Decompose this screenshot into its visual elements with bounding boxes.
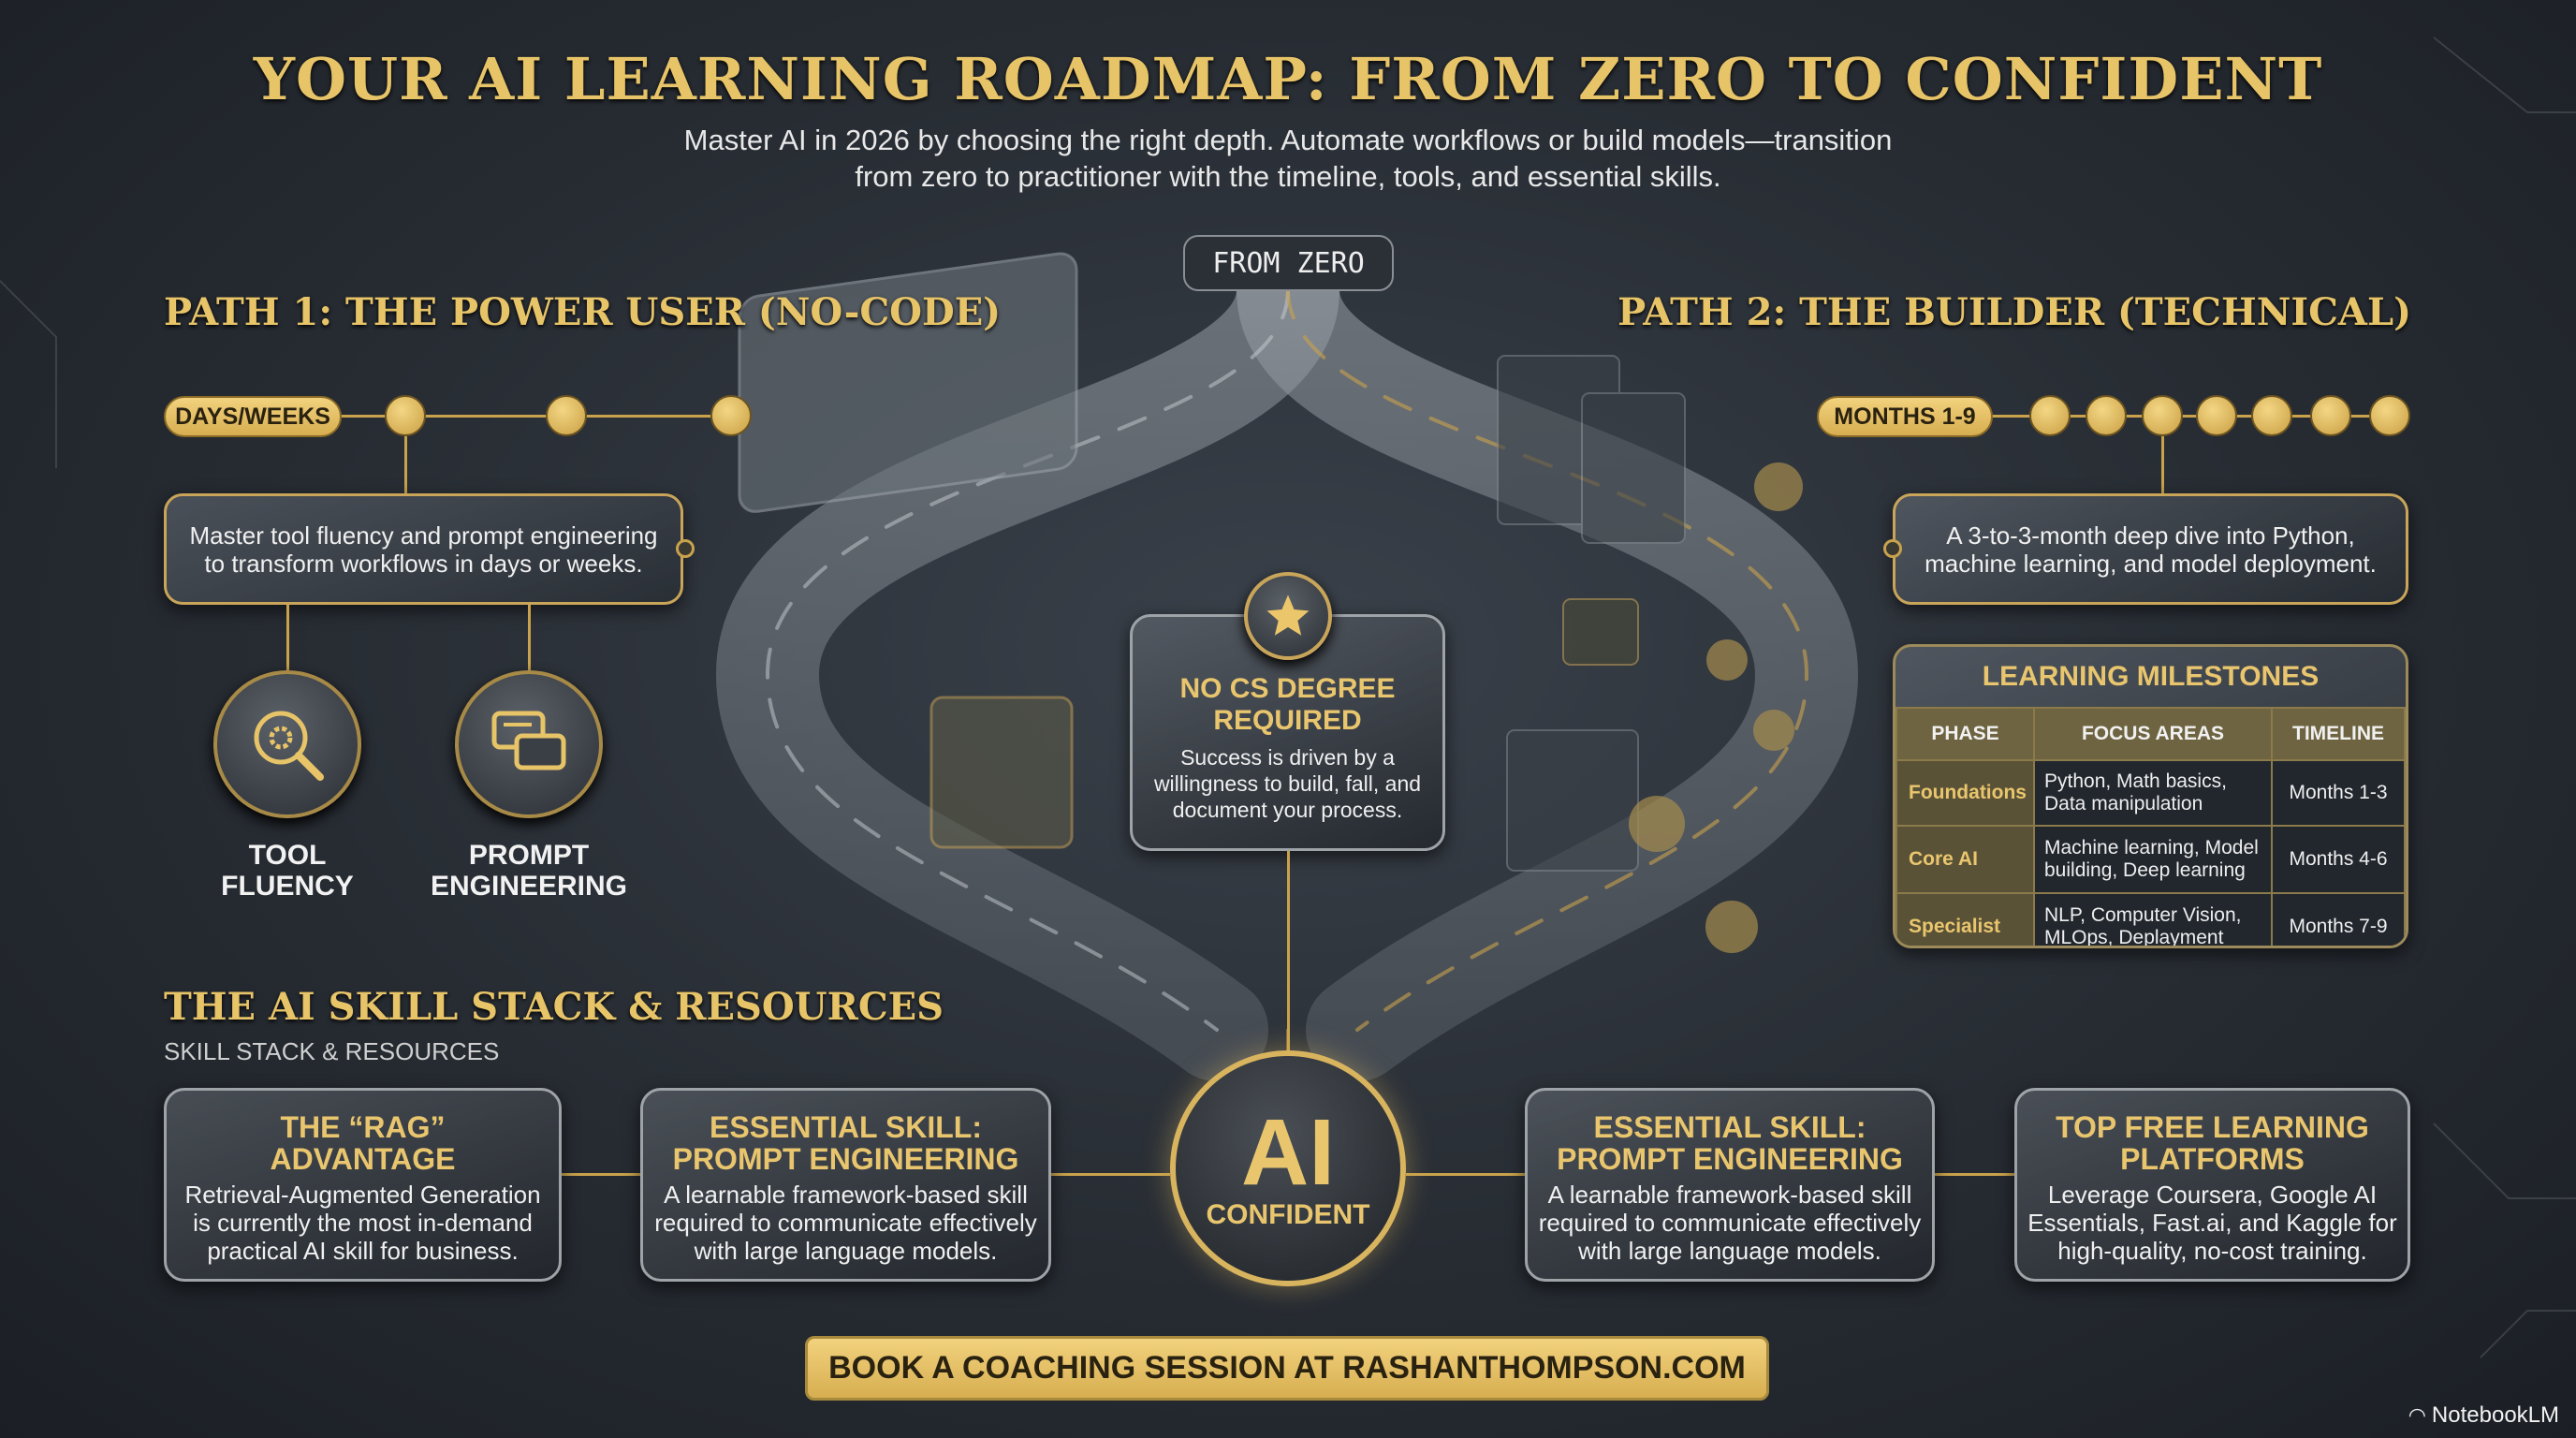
floating-app-panels bbox=[738, 252, 1686, 872]
page-subtitle: Master AI in 2026 by choosing the right … bbox=[539, 122, 2037, 195]
ai-confident-badge: AI CONFIDENT bbox=[1170, 1050, 1406, 1286]
tool-fluency-icon bbox=[213, 670, 361, 818]
timeline-dot bbox=[546, 395, 587, 436]
column-header: FOCUS AREAS bbox=[2033, 707, 2273, 761]
timeline-dot bbox=[2369, 395, 2410, 436]
notebooklm-watermark: ◠NotebookLM bbox=[2408, 1402, 2559, 1428]
skill-stack-subheading: SKILL STACK & RESOURCES bbox=[164, 1037, 500, 1065]
timeline-dot bbox=[2142, 395, 2183, 436]
notebooklm-logo-icon: ◠ bbox=[2408, 1403, 2426, 1427]
path1-timeline-label: DAYS/WEEKS bbox=[164, 396, 342, 437]
column-header: PHASE bbox=[1895, 707, 2035, 761]
desc-line: machine learning, and model deployment. bbox=[1925, 549, 2377, 578]
star-icon bbox=[1244, 572, 1332, 660]
timeline-dot bbox=[385, 395, 426, 436]
timeline-dot bbox=[2196, 395, 2237, 436]
desc-line: to transform workflows in days or weeks. bbox=[204, 549, 643, 578]
circuit-lines bbox=[0, 37, 2576, 1358]
page-title: YOUR AI LEARNING ROADMAP: FROM ZERO TO C… bbox=[253, 45, 2323, 113]
desc-line: Master tool fluency and prompt engineeri… bbox=[189, 521, 658, 550]
book-coaching-session-button[interactable]: BOOK A COACHING SESSION AT RASHANTHOMPSO… bbox=[805, 1336, 1769, 1401]
gear-icons bbox=[1629, 462, 1803, 953]
path1-heading: PATH 1: THE POWER USER (NO-CODE) bbox=[164, 290, 1002, 334]
milestones-title: LEARNING MILESTONES bbox=[1982, 661, 2320, 692]
rag-advantage-card: THE “RAG”ADVANTAGE Retrieval-Augmented G… bbox=[164, 1088, 562, 1282]
timeline-dot bbox=[2251, 395, 2292, 436]
timeline-dot bbox=[2310, 395, 2351, 436]
skill-stack-heading: THE AI SKILL STACK & RESOURCES bbox=[164, 985, 944, 1029]
timeline-dot bbox=[710, 395, 752, 436]
subtitle-line: Master AI in 2026 by choosing the right … bbox=[683, 124, 1893, 156]
prompt-engineering-card-right: ESSENTIAL SKILL:PROMPT ENGINEERING A lea… bbox=[1525, 1088, 1935, 1282]
from-zero-badge: FROM ZERO bbox=[1183, 235, 1394, 291]
chat-bubbles-icon bbox=[455, 670, 603, 818]
prompt-engineering-card-left: ESSENTIAL SKILL:PROMPT ENGINEERING A lea… bbox=[640, 1088, 1051, 1282]
path2-description-card: A 3-to-3-month deep dive into Python, ma… bbox=[1893, 493, 2408, 605]
path2-timeline-label: MONTHS 1-9 bbox=[1817, 396, 1993, 437]
subtitle-line: from zero to practitioner with the timel… bbox=[855, 160, 1721, 193]
path2-heading: PATH 2: THE BUILDER (TECHNICAL) bbox=[1617, 290, 2411, 334]
timeline-dot bbox=[2029, 395, 2071, 436]
path1-description-card: Master tool fluency and prompt engineeri… bbox=[164, 493, 683, 605]
column-header: TIMELINE bbox=[2271, 707, 2406, 761]
timeline-dot bbox=[2086, 395, 2127, 436]
desc-line: A 3-to-3-month deep dive into Python, bbox=[1946, 521, 2355, 550]
